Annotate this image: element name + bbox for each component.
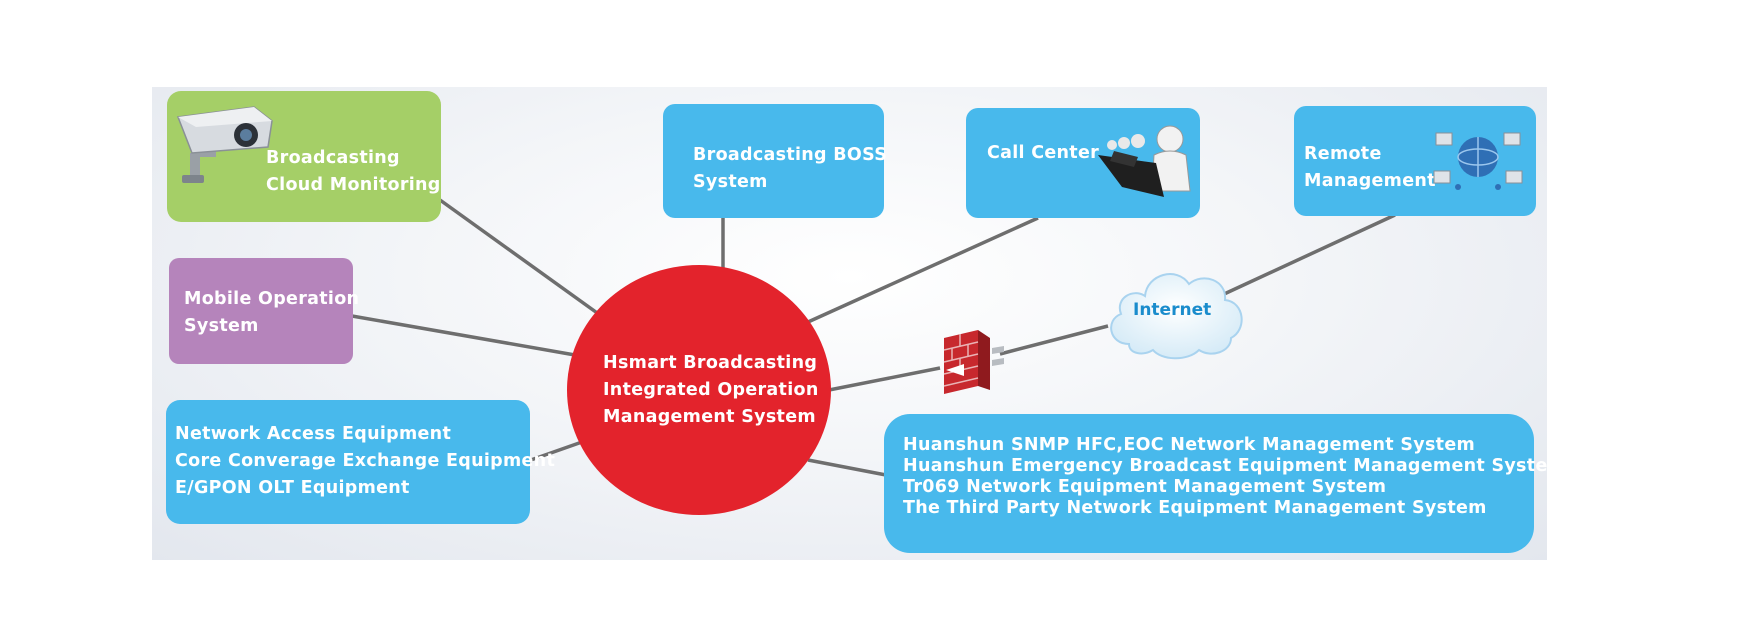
node-remote: Remote Management	[1294, 106, 1536, 216]
node-network-equipment-line-1: Network Access Equipment	[175, 424, 452, 444]
headset-operators-icon	[1098, 125, 1191, 197]
hub-integrated-operation-system: Hsmart Broadcasting Integrated Operation…	[567, 265, 831, 515]
node-nms-line-3: Tr069 Network Equipment Management Syste…	[903, 477, 1387, 497]
link-remote	[1221, 213, 1396, 297]
firewall-icon	[943, 330, 1004, 394]
node-remote-line-1: Remote	[1304, 144, 1382, 164]
link-mobile	[351, 314, 576, 357]
hub-line-1: Hsmart Broadcasting	[603, 352, 818, 373]
node-mobile-line-2: System	[184, 316, 259, 336]
node-mobile: Mobile Operation System	[169, 258, 360, 364]
node-nms-line-2: Huanshun Emergency Broadcast Equipment M…	[903, 456, 1567, 476]
link-internet	[999, 324, 1109, 356]
node-call-center-line-1: Call Center	[987, 143, 1100, 163]
globe-network-icon	[1433, 132, 1523, 190]
link-cloud-monitoring	[438, 198, 602, 317]
hub-line-2: Integrated Operation	[603, 379, 819, 400]
node-boss-line-1: Broadcasting BOSS	[693, 145, 888, 165]
link-nms	[807, 458, 887, 477]
link-firewall	[828, 366, 941, 392]
node-boss: Broadcasting BOSS System	[663, 104, 888, 218]
node-network-equipment-line-3: E/GPON OLT Equipment	[175, 478, 410, 498]
link-network-equipment	[527, 440, 583, 463]
node-network-equipment-line-2: Core Converage Exchange Equipment	[175, 451, 556, 471]
node-cloud-monitoring-line-1: Broadcasting	[266, 148, 400, 168]
node-remote-line-2: Management	[1304, 171, 1436, 191]
link-call-center	[807, 216, 1039, 324]
node-nms: Huanshun SNMP HFC,EOC Network Management…	[884, 414, 1567, 553]
security-camera-icon	[176, 106, 273, 183]
node-nms-line-1: Huanshun SNMP HFC,EOC Network Management…	[903, 435, 1476, 455]
node-mobile-line-1: Mobile Operation	[184, 289, 360, 309]
node-cloud-monitoring-line-2: Cloud Monitoring	[266, 175, 441, 195]
internet-label: Internet	[1133, 300, 1212, 320]
node-nms-line-4: The Third Party Network Equipment Manage…	[903, 498, 1487, 518]
node-network-equipment: Network Access Equipment Core Converage …	[166, 400, 556, 524]
cloud-icon	[1110, 273, 1243, 360]
node-boss-line-2: System	[693, 172, 768, 192]
hub-line-3: Management System	[603, 406, 816, 427]
